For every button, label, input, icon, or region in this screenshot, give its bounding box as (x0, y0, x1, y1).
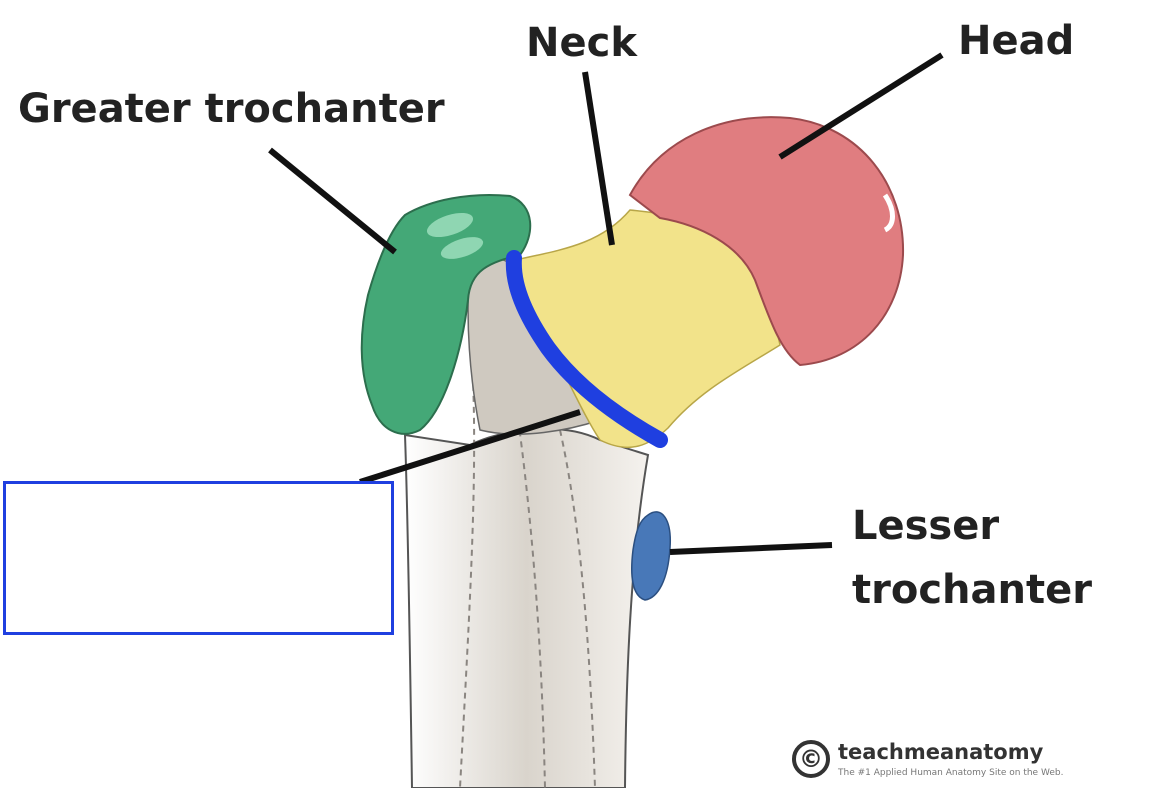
copyright-icon: © (792, 740, 830, 778)
label-lesser-trochanter-line-1: Lesser (852, 503, 1000, 549)
lesser-trochanter-shape (631, 511, 671, 601)
answer-box[interactable] (3, 481, 394, 635)
watermark-name: teachmeanatomy (838, 740, 1044, 764)
shaft-texture (459, 299, 596, 789)
fovea-mark (882, 193, 895, 233)
watermark-text: teachmeanatomy The #1 Applied Human Anat… (838, 740, 1063, 778)
femoral-head-shape (628, 116, 905, 367)
watermark-tagline: The #1 Applied Human Anatomy Site on the… (838, 768, 1064, 778)
highlight-line (505, 250, 668, 448)
leader-line-neck (582, 71, 615, 246)
greater-trochanter-facet-1 (426, 212, 474, 238)
greater-trochanter-facet-2 (440, 237, 484, 259)
label-neck: Neck (526, 20, 637, 66)
label-lesser-trochanter-line-2: trochanter (852, 567, 1092, 613)
leader-line-greater-trochanter (268, 147, 397, 255)
leader-line-unlabeled (359, 409, 581, 485)
femur-shaft (403, 427, 650, 789)
label-greater-trochanter: Greater trochanter (18, 86, 445, 132)
label-head: Head (958, 18, 1075, 64)
greater-trochanter-shape (360, 193, 532, 435)
watermark: © teachmeanatomy The #1 Applied Human An… (792, 740, 1063, 778)
leader-line-head (778, 52, 944, 160)
label-lesser-trochanter: Lesser trochanter (852, 494, 1092, 622)
leader-line-lesser-trochanter (669, 542, 833, 555)
